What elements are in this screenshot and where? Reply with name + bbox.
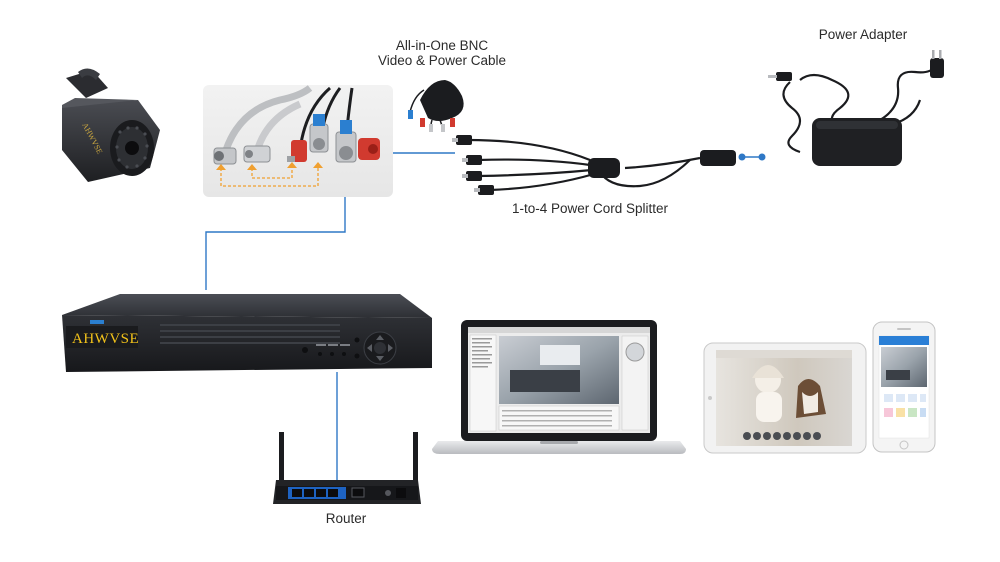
- laptop-icon: [432, 320, 686, 454]
- power-splitter-icon: [452, 135, 736, 195]
- bnc-dc-connectors-icon: [203, 85, 393, 197]
- bnc-cable-label-line2: Video & Power Cable: [377, 53, 507, 68]
- power-adapter-icon: [768, 50, 944, 166]
- line-connectors-to-dvr: [205, 178, 346, 290]
- router-icon: [273, 432, 421, 504]
- dvr-brand-label: AHWVSE: [72, 331, 140, 347]
- dvr-recorder-icon: [62, 294, 432, 372]
- power-adapter-label: Power Adapter: [818, 27, 908, 42]
- splitter-label: 1-to-4 Power Cord Splitter: [511, 201, 669, 216]
- bnc-cable-icon: [408, 80, 464, 132]
- tablet-icon: [703, 342, 867, 454]
- dot-adapter-end: [758, 153, 766, 161]
- phone-icon: [872, 321, 936, 453]
- bnc-cable-label-line1: All-in-One BNC: [395, 38, 489, 53]
- router-label: Router: [325, 511, 367, 526]
- dot-splitter-end: [738, 153, 746, 161]
- bullet-camera-icon: AHWVSE: [62, 68, 160, 182]
